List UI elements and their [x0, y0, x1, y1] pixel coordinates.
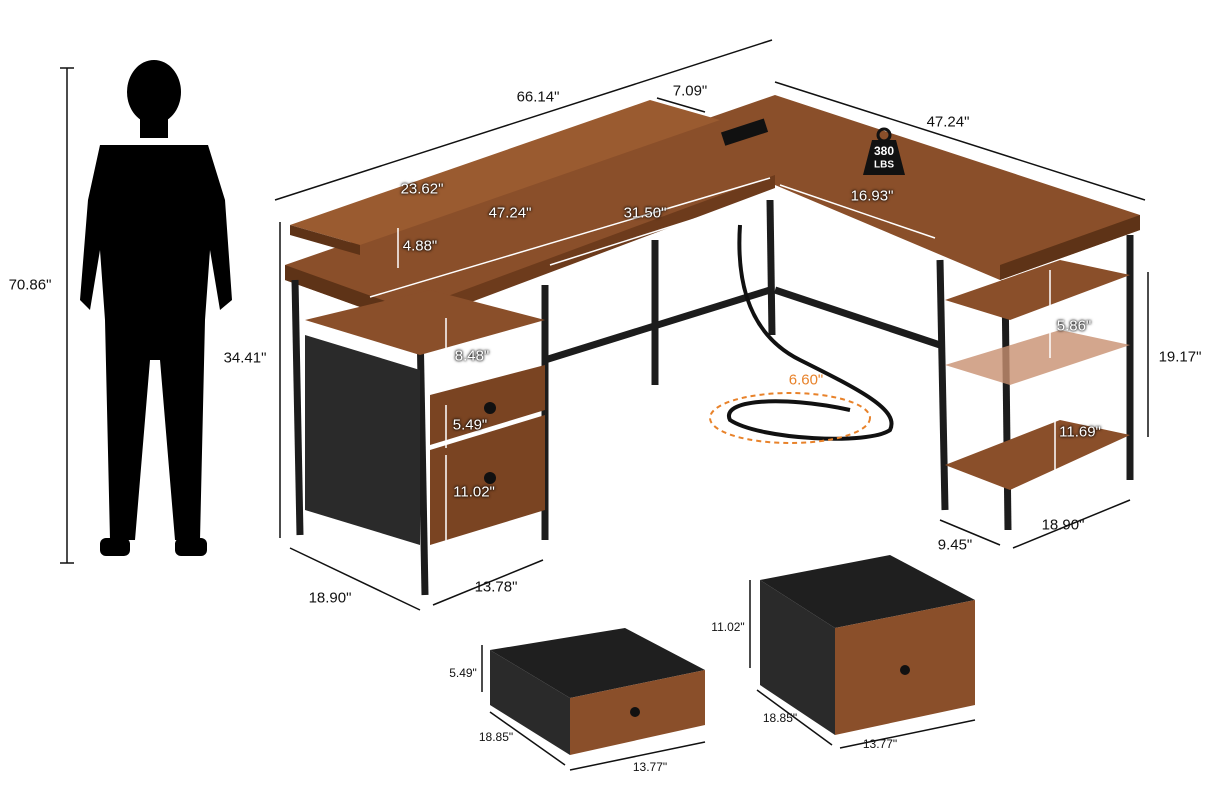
label-shelf-depth: 9.45" [937, 536, 973, 554]
desk [285, 95, 1140, 596]
label-large-drawer-detail-depth: 18.85" [762, 711, 798, 725]
weight-icon [863, 127, 905, 175]
label-inner-span: 31.50" [623, 204, 667, 222]
label-cabinet-width: 13.78" [474, 578, 518, 596]
label-inner-length: 47.24" [488, 204, 532, 222]
label-riser-length: 23.62" [400, 180, 444, 198]
weight-badge-value: 380 [873, 144, 895, 158]
label-riser-height: 4.88" [402, 237, 438, 255]
label-cabinet-depth: 18.90" [308, 589, 352, 607]
person-silhouette [80, 60, 232, 556]
label-small-drawer-height: 5.49" [452, 416, 488, 434]
label-large-drawer-height: 11.02" [453, 483, 495, 501]
label-person-height: 70.86" [8, 276, 52, 294]
label-shelf-gap-bottom: 11.69" [1059, 423, 1101, 441]
label-large-drawer-detail-height: 11.02" [711, 620, 745, 634]
label-cabinet-top-gap: 8.48" [454, 347, 490, 365]
label-small-drawer-detail-width: 13.77" [632, 760, 668, 774]
label-riser-depth: 7.09" [672, 82, 708, 100]
label-desk-side-length: 47.24" [926, 113, 970, 131]
small-drawer-detail [490, 628, 705, 755]
label-small-drawer-detail-depth: 18.85" [478, 730, 514, 744]
label-side-depth: 16.93" [850, 187, 894, 205]
label-desk-length: 66.14" [516, 88, 560, 106]
label-shelf-gap-top: 5.86" [1056, 317, 1092, 335]
label-small-drawer-detail-height: 5.49" [449, 666, 477, 680]
weight-badge-unit: LBS [874, 159, 894, 171]
label-large-drawer-detail-width: 13.77" [862, 737, 898, 751]
large-drawer-detail [760, 555, 975, 735]
label-cable-length: 6.60" [788, 371, 824, 389]
label-desk-height: 34.41" [223, 349, 267, 367]
dimension-lines [60, 39, 1149, 771]
label-shelf-total-height: 19.17" [1158, 348, 1202, 366]
label-side-width: 18.90" [1041, 516, 1085, 534]
